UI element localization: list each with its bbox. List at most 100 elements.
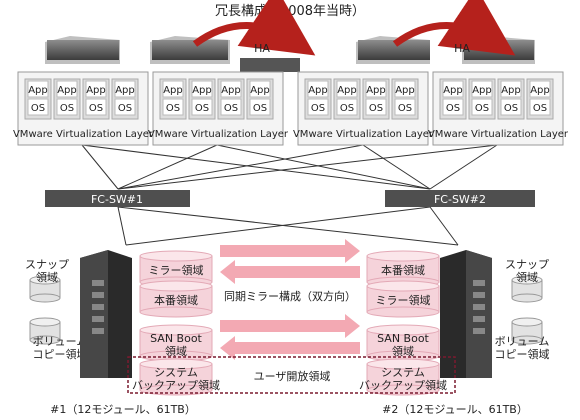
vm-app-label: App (57, 85, 77, 96)
storage-right-snapshot-label: スナップ領域 (505, 258, 549, 284)
vmware-layer-label: VMware Virtualization Layer (428, 129, 569, 140)
vm-os-label: OS (195, 103, 209, 114)
vm-os-label: OS (446, 103, 460, 114)
vm-os-label: OS (311, 103, 325, 114)
server-image (45, 36, 120, 64)
vm-os-label: OS (118, 103, 132, 114)
ha-label-right: HA (454, 42, 470, 55)
vm-app-label: App (250, 85, 270, 96)
storage-right-volume-cylinder (511, 317, 543, 345)
fc-switch-1: FC-SW#1 (45, 190, 190, 207)
vm-app-label: App (192, 85, 212, 96)
vm-os-label: OS (31, 103, 45, 114)
sync-arrow-left-bottom (220, 336, 360, 360)
fc-switch-1-label: FC-SW#1 (91, 193, 143, 206)
vmware-layer-label: VMware Virtualization Layer (148, 129, 289, 140)
vm-app-label: App (530, 85, 550, 96)
vm-os-label: OS (475, 103, 489, 114)
sync-arrow-right-top (220, 239, 360, 263)
vm-os-label: OS (504, 103, 518, 114)
vm-app-label: App (366, 85, 386, 96)
vm-os-label: OS (224, 103, 238, 114)
storage-right-caption: #2（12モジュール、61TB） (382, 403, 528, 416)
disk-label: システムバックアップ領域 (359, 366, 447, 392)
user-open-area: ユーザ開放領域 (127, 356, 456, 394)
disk-cylinder: 本番領域 (139, 280, 213, 318)
vm-app-label: App (28, 85, 48, 96)
vm-app-label: App (337, 85, 357, 96)
storage-right-tower (440, 250, 492, 378)
vm-os-label: OS (533, 103, 547, 114)
vm-os-label: OS (253, 103, 267, 114)
storage-left-volume-cylinder (29, 317, 61, 345)
fc-switch-2: FC-SW#2 (385, 190, 535, 207)
vm-os-label: OS (166, 103, 180, 114)
disk-label: ミラー領域 (149, 263, 204, 277)
vm-app-label: App (501, 85, 521, 96)
disk-cylinder: ミラー領域 (366, 280, 440, 318)
server-image (150, 36, 230, 64)
user-open-area-label: ユーザ開放領域 (254, 369, 331, 383)
diagram-title: 冗長構成（2008年当時） (215, 4, 365, 19)
vmware-layer-label: VMware Virtualization Layer (293, 129, 434, 140)
vm-app-label: App (163, 85, 183, 96)
disk-cylinder: 本番領域 (366, 250, 440, 288)
vm-os-label: OS (340, 103, 354, 114)
server-image (356, 36, 430, 64)
server-image (240, 58, 300, 72)
disk-label: ミラー領域 (376, 293, 431, 307)
vm-os-label: OS (369, 103, 383, 114)
vm-app-label: App (86, 85, 106, 96)
vm-os-label: OS (89, 103, 103, 114)
san-connections (81, 144, 498, 246)
vm-app-label: App (395, 85, 415, 96)
server-image (462, 36, 535, 64)
disk-cylinder: システムバックアップ領域 (132, 358, 220, 396)
storage-left-tower (80, 250, 132, 378)
ha-label-left: HA (254, 42, 270, 55)
sync-arrow-right-bottom (220, 314, 360, 338)
vm-app-label: App (221, 85, 241, 96)
vm-os-label: OS (60, 103, 74, 114)
storage-right-snapshot-cylinder (511, 275, 543, 303)
vm-app-label: App (443, 85, 463, 96)
sync-mirror-label: 同期ミラー構成（双方向） (224, 289, 356, 303)
vm-app-label: App (308, 85, 328, 96)
user-open-area-box (127, 356, 456, 394)
disk-label: システムバックアップ領域 (132, 366, 220, 392)
vm-app-label: App (115, 85, 135, 96)
storage-left-snapshot-label: スナップ領域 (25, 258, 69, 284)
storage-right-volume-label: ボリュームコピー領域 (495, 335, 550, 361)
vm-os-label: OS (398, 103, 412, 114)
ha-arrow-right (392, 0, 516, 56)
sync-arrow-left-top (220, 260, 360, 284)
sync-mirror-arrows: 同期ミラー構成（双方向） (220, 239, 360, 360)
fc-switch-2-label: FC-SW#2 (434, 193, 486, 206)
vm-app-label: App (472, 85, 492, 96)
storage-left-caption: #1（12モジュール、61TB） (50, 403, 196, 416)
